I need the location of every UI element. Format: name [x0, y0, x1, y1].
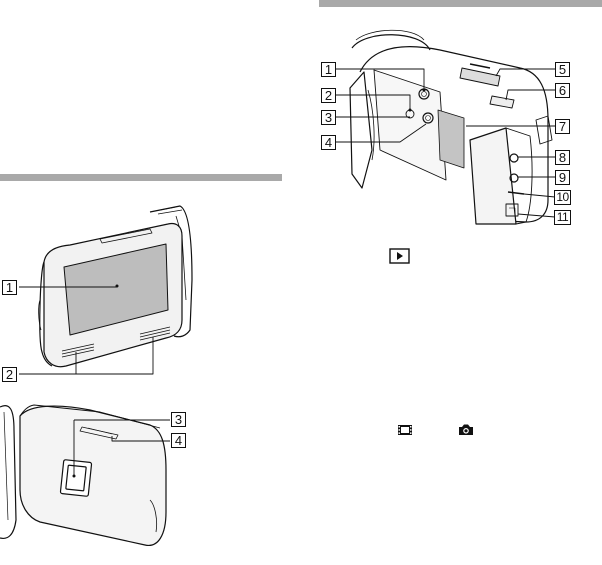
photo-mode-icon [458, 423, 474, 436]
callout-11-body: 11 [554, 210, 571, 225]
movie-mode-icon [397, 424, 413, 436]
callout-8-body: 8 [555, 150, 570, 165]
callout-7-body: 7 [555, 119, 570, 134]
callout-3-body: 3 [321, 110, 336, 125]
callout-5-body: 5 [555, 62, 570, 77]
callout-6-body: 6 [555, 83, 570, 98]
callout-9-body: 9 [555, 170, 570, 185]
callout-2-body: 2 [321, 88, 336, 103]
playback-button-icon [389, 248, 410, 264]
callout-1-body: 1 [321, 62, 336, 77]
callout-4-body: 4 [321, 135, 336, 150]
callout-10-body: 10 [554, 190, 571, 205]
